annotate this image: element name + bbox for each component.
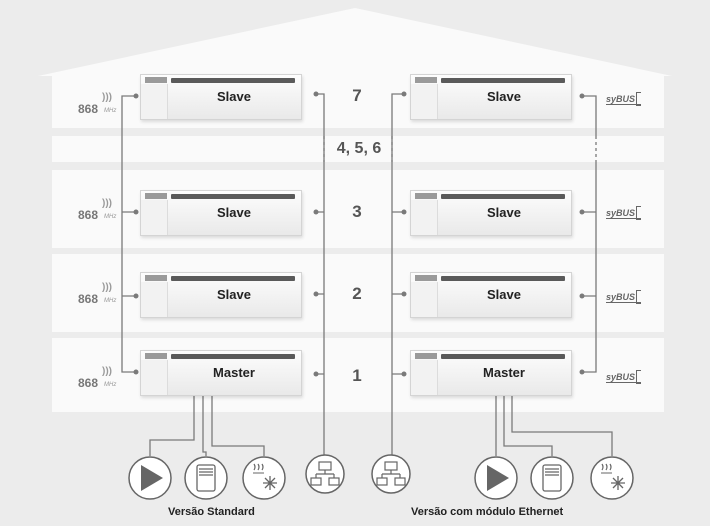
radio-wave-icon: ))) bbox=[102, 92, 112, 103]
sybus-label: syBUS bbox=[606, 206, 642, 220]
pump-icon bbox=[128, 456, 172, 500]
pump-icon bbox=[474, 456, 518, 500]
unit-label: Master bbox=[213, 365, 255, 380]
unit-label: Slave bbox=[487, 287, 521, 302]
sybus-label: syBUS bbox=[606, 290, 642, 304]
boiler-icon bbox=[184, 456, 228, 500]
radio-868-label: 868)))MHz bbox=[78, 366, 117, 390]
floor-number-4-5-6: 4, 5, 6 bbox=[336, 140, 382, 157]
radio-wave-icon: ))) bbox=[102, 198, 112, 209]
unit-label: Slave bbox=[217, 89, 251, 104]
slave-unit-right-3: Slave bbox=[410, 190, 572, 236]
floor-number-7: 7 bbox=[352, 86, 362, 105]
network-icon bbox=[371, 454, 411, 494]
master-unit-left: Master bbox=[140, 350, 302, 396]
network-icon bbox=[305, 454, 345, 494]
slave-unit-left-3: Slave bbox=[140, 190, 302, 236]
radio-868-label: 868)))MHz bbox=[78, 282, 117, 306]
unit-label: Slave bbox=[217, 287, 251, 302]
slave-unit-left-2: Slave bbox=[140, 272, 302, 318]
floor-number-2: 2 bbox=[352, 284, 362, 303]
floor-number-1: 1 bbox=[352, 366, 362, 385]
floor-number-3: 3 bbox=[352, 202, 362, 221]
slave-unit-left-7: Slave bbox=[140, 74, 302, 120]
radio-wave-icon: ))) bbox=[102, 282, 112, 293]
radio-868-label: 868)))MHz bbox=[78, 198, 117, 222]
heat-cool-icon bbox=[590, 456, 634, 500]
floor-4-5-6 bbox=[52, 136, 664, 162]
unit-label: Slave bbox=[487, 205, 521, 220]
slave-unit-right-2: Slave bbox=[410, 272, 572, 318]
caption-ethernet: Versão com módulo Ethernet bbox=[411, 506, 564, 518]
radio-868-label: 868)))MHz bbox=[78, 92, 117, 116]
master-unit-right: Master bbox=[410, 350, 572, 396]
radio-wave-icon: ))) bbox=[102, 366, 112, 377]
slave-unit-right-7: Slave bbox=[410, 74, 572, 120]
sybus-label: syBUS bbox=[606, 92, 642, 106]
sybus-label: syBUS bbox=[606, 370, 642, 384]
heat-cool-icon bbox=[242, 456, 286, 500]
caption-standard: Versão Standard bbox=[168, 506, 255, 518]
unit-label: Master bbox=[483, 365, 525, 380]
boiler-icon bbox=[530, 456, 574, 500]
unit-label: Slave bbox=[217, 205, 251, 220]
unit-label: Slave bbox=[487, 89, 521, 104]
